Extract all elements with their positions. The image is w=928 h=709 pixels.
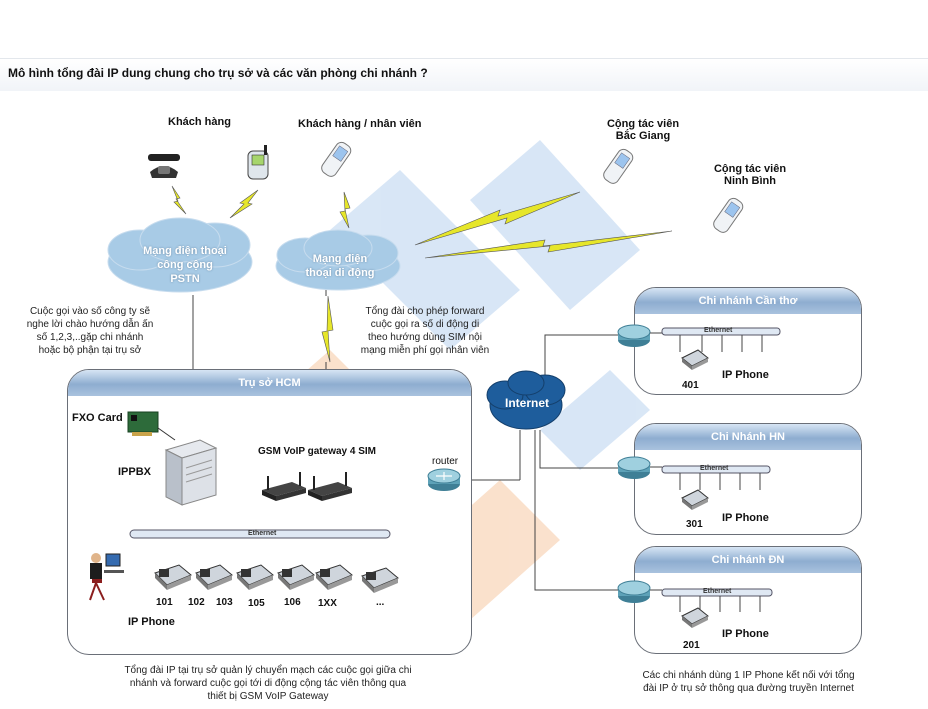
hq-ext-101: 101	[156, 597, 173, 608]
router-label: router	[432, 456, 459, 467]
hq-title: Trụ sở HCM	[68, 370, 471, 396]
forward-note-line2: cuộc gọi ra số di động di	[370, 319, 480, 330]
pstn-note-line1: Cuộc gọi vào số công ty sẽ	[29, 306, 151, 317]
page-title: Mô hình tổng đài IP dung chung cho trụ s…	[8, 66, 428, 80]
branch-hn-ethernet: Ethernet	[700, 465, 729, 472]
collab-nb-line1: Cộng tác viên	[713, 163, 787, 175]
branch-hn-ext: 301	[686, 519, 703, 530]
forward-note-line1: Tổng đài cho phép forward	[365, 306, 485, 317]
customer-label: Khách hàng	[168, 116, 231, 128]
hq-ext-1xx: 1XX	[318, 598, 337, 609]
forward-note-line3: theo hướng dùng SIM nội	[368, 332, 482, 343]
hq-ethernet-label: Ethernet	[248, 530, 277, 537]
internet-label: Internet	[504, 396, 549, 410]
branch-can-tho-ethernet: Ethernet	[704, 327, 733, 334]
branch-can-tho-title: Chi nhánh Cần thơ	[635, 288, 861, 314]
pstn-note-line3: số 1,2,3,..gặp chi nhánh	[36, 332, 144, 343]
branch-hn-phone-label: IP Phone	[722, 512, 769, 524]
forward-note-line4: mạng miễn phí gọi nhân viên	[360, 345, 490, 356]
branch-can-tho-box: Chi nhánh Cần thơ	[634, 287, 862, 395]
hq-ext-103: 103	[216, 597, 233, 608]
branch-dn-phone-label: IP Phone	[722, 628, 769, 640]
ippbx-label: IPPBX	[118, 466, 152, 478]
collab-bg-line2: Bắc Giang	[615, 130, 671, 142]
gateway-label: GSM VoIP gateway 4 SIM	[258, 446, 376, 457]
branch-note-line1: Các chi nhánh dùng 1 IP Phone kết nối vớ…	[642, 670, 855, 681]
branch-note-line2: đài IP ở trụ sở thông qua đường truyền I…	[643, 683, 854, 694]
hq-ext-more: ...	[376, 597, 385, 608]
hq-ext-105: 105	[248, 598, 265, 609]
branch-hn-title: Chi Nhánh HN	[635, 424, 861, 450]
hq-box: Trụ sở HCM	[67, 369, 472, 655]
fxo-card-label: FXO Card	[72, 412, 123, 424]
customer-staff-label: Khách hàng / nhân viên	[298, 118, 422, 130]
pstn-cloud-line3: PSTN	[170, 273, 200, 285]
hq-ext-106: 106	[284, 597, 301, 608]
pstn-cloud-line1: Mạng điện thoại	[143, 245, 227, 257]
branch-hn-box: Chi Nhánh HN	[634, 423, 862, 535]
branch-dn-ethernet: Ethernet	[703, 588, 732, 595]
lightning-bolts	[171, 185, 673, 363]
branch-dn-ext: 201	[683, 640, 700, 651]
collab-nb-line2: Ninh Bình	[724, 175, 776, 187]
mobile-cloud-line2: thoại di động	[305, 267, 375, 279]
pstn-note-line4: hoặc bộ phận tại trụ sở	[38, 345, 142, 356]
branch-dn-title: Chi nhánh ĐN	[635, 547, 861, 573]
hq-ip-phone-label: IP Phone	[128, 616, 175, 628]
branch-can-tho-ext: 401	[682, 380, 699, 391]
hq-note-line1: Tổng đài IP tại trụ sở quản lý chuyển mạ…	[124, 665, 412, 676]
mobile-cloud-line1: Mạng điện	[312, 253, 368, 265]
collab-bg-line1: Cộng tác viên	[606, 118, 680, 130]
branch-dn-box: Chi nhánh ĐN	[634, 546, 862, 654]
title-bar	[0, 58, 928, 91]
hq-note-line3: thiết bị GSM VoIP Gateway	[207, 691, 329, 702]
hq-ext-102: 102	[188, 597, 205, 608]
pstn-note-line2: nghe lời chào hướng dẫn ấn	[26, 319, 154, 330]
branch-can-tho-phone-label: IP Phone	[722, 369, 769, 381]
hq-note-line2: nhánh và forward cuộc gọi tới di động cộ…	[129, 678, 407, 689]
pstn-cloud-line2: công cộng	[157, 259, 213, 271]
